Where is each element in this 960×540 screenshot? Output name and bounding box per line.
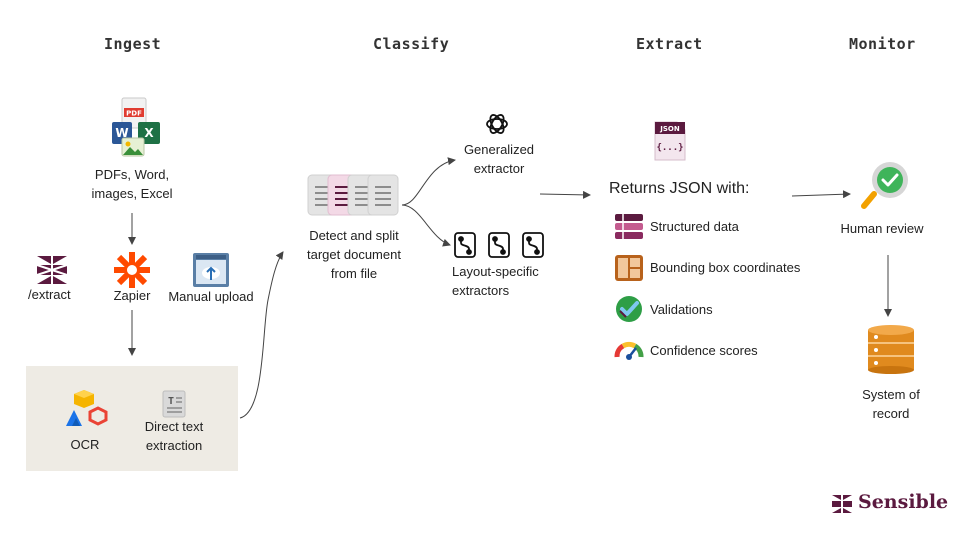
generalized-extractor-label: Generalized extractor [463, 142, 535, 176]
text-extraction-panel [26, 366, 238, 471]
brand-name: Sensible [858, 491, 949, 513]
file-types-label: PDFs, Word, images, Excel [91, 167, 173, 201]
ocr-icon [62, 388, 108, 428]
json-file-icon: JSON {...} [653, 120, 687, 162]
text-document-icon: T [162, 390, 186, 418]
sensible-brand-icon [831, 494, 853, 514]
file-types-icon: PDF W X [108, 96, 164, 158]
sensible-logo-icon [35, 254, 69, 286]
extract-item-confidence: Confidence scores [650, 343, 758, 358]
system-of-record-label: System of record [862, 387, 920, 421]
extract-item-bounding-box: Bounding box coordinates [650, 260, 801, 275]
svg-text:PDF: PDF [126, 110, 142, 118]
arrow-to-json [539, 190, 591, 199]
stage-extract: Extract [636, 35, 703, 53]
svg-text:T: T [168, 396, 174, 407]
validation-check-icon [614, 295, 644, 323]
layout-extractors-label: Layout-specific extractors [452, 264, 539, 298]
arrow-to-generalized [401, 157, 456, 206]
stage-ingest: Ingest [104, 35, 162, 53]
structured-data-icon [614, 213, 644, 241]
layout-extractor-icons [453, 231, 547, 259]
human-review-label: Human review [840, 221, 924, 236]
confidence-gauge-icon [614, 337, 644, 361]
arrow-to-layout [401, 204, 451, 247]
upload-icon [192, 252, 230, 288]
returns-json-label: Returns JSON with: [609, 180, 750, 197]
database-icon [866, 324, 916, 374]
ai-model-icon [484, 111, 510, 137]
svg-text:JSON: JSON [659, 125, 680, 133]
extract-endpoint-label: /extract [28, 287, 71, 302]
svg-text:{...}: {...} [656, 143, 683, 153]
extract-item-validations: Validations [650, 302, 713, 317]
svg-text:W: W [115, 126, 128, 140]
arrow-to-review [791, 190, 851, 199]
arrow-ocr-to-classify [239, 251, 284, 419]
zapier-label: Zapier [113, 288, 151, 303]
ocr-label: OCR [70, 437, 100, 452]
manual-upload-label: Manual upload [168, 289, 254, 304]
zapier-icon [112, 250, 152, 290]
extract-item-structured-data: Structured data [650, 219, 739, 234]
magnifier-check-icon [860, 160, 912, 210]
svg-text:X: X [144, 126, 154, 140]
direct-text-label: Direct text extraction [144, 419, 204, 453]
detect-split-label: Detect and split target document from fi… [307, 228, 401, 281]
bounding-box-icon [614, 254, 644, 282]
stage-classify: Classify [373, 35, 450, 53]
split-documents-icon [306, 172, 402, 218]
stage-monitor: Monitor [849, 35, 916, 53]
